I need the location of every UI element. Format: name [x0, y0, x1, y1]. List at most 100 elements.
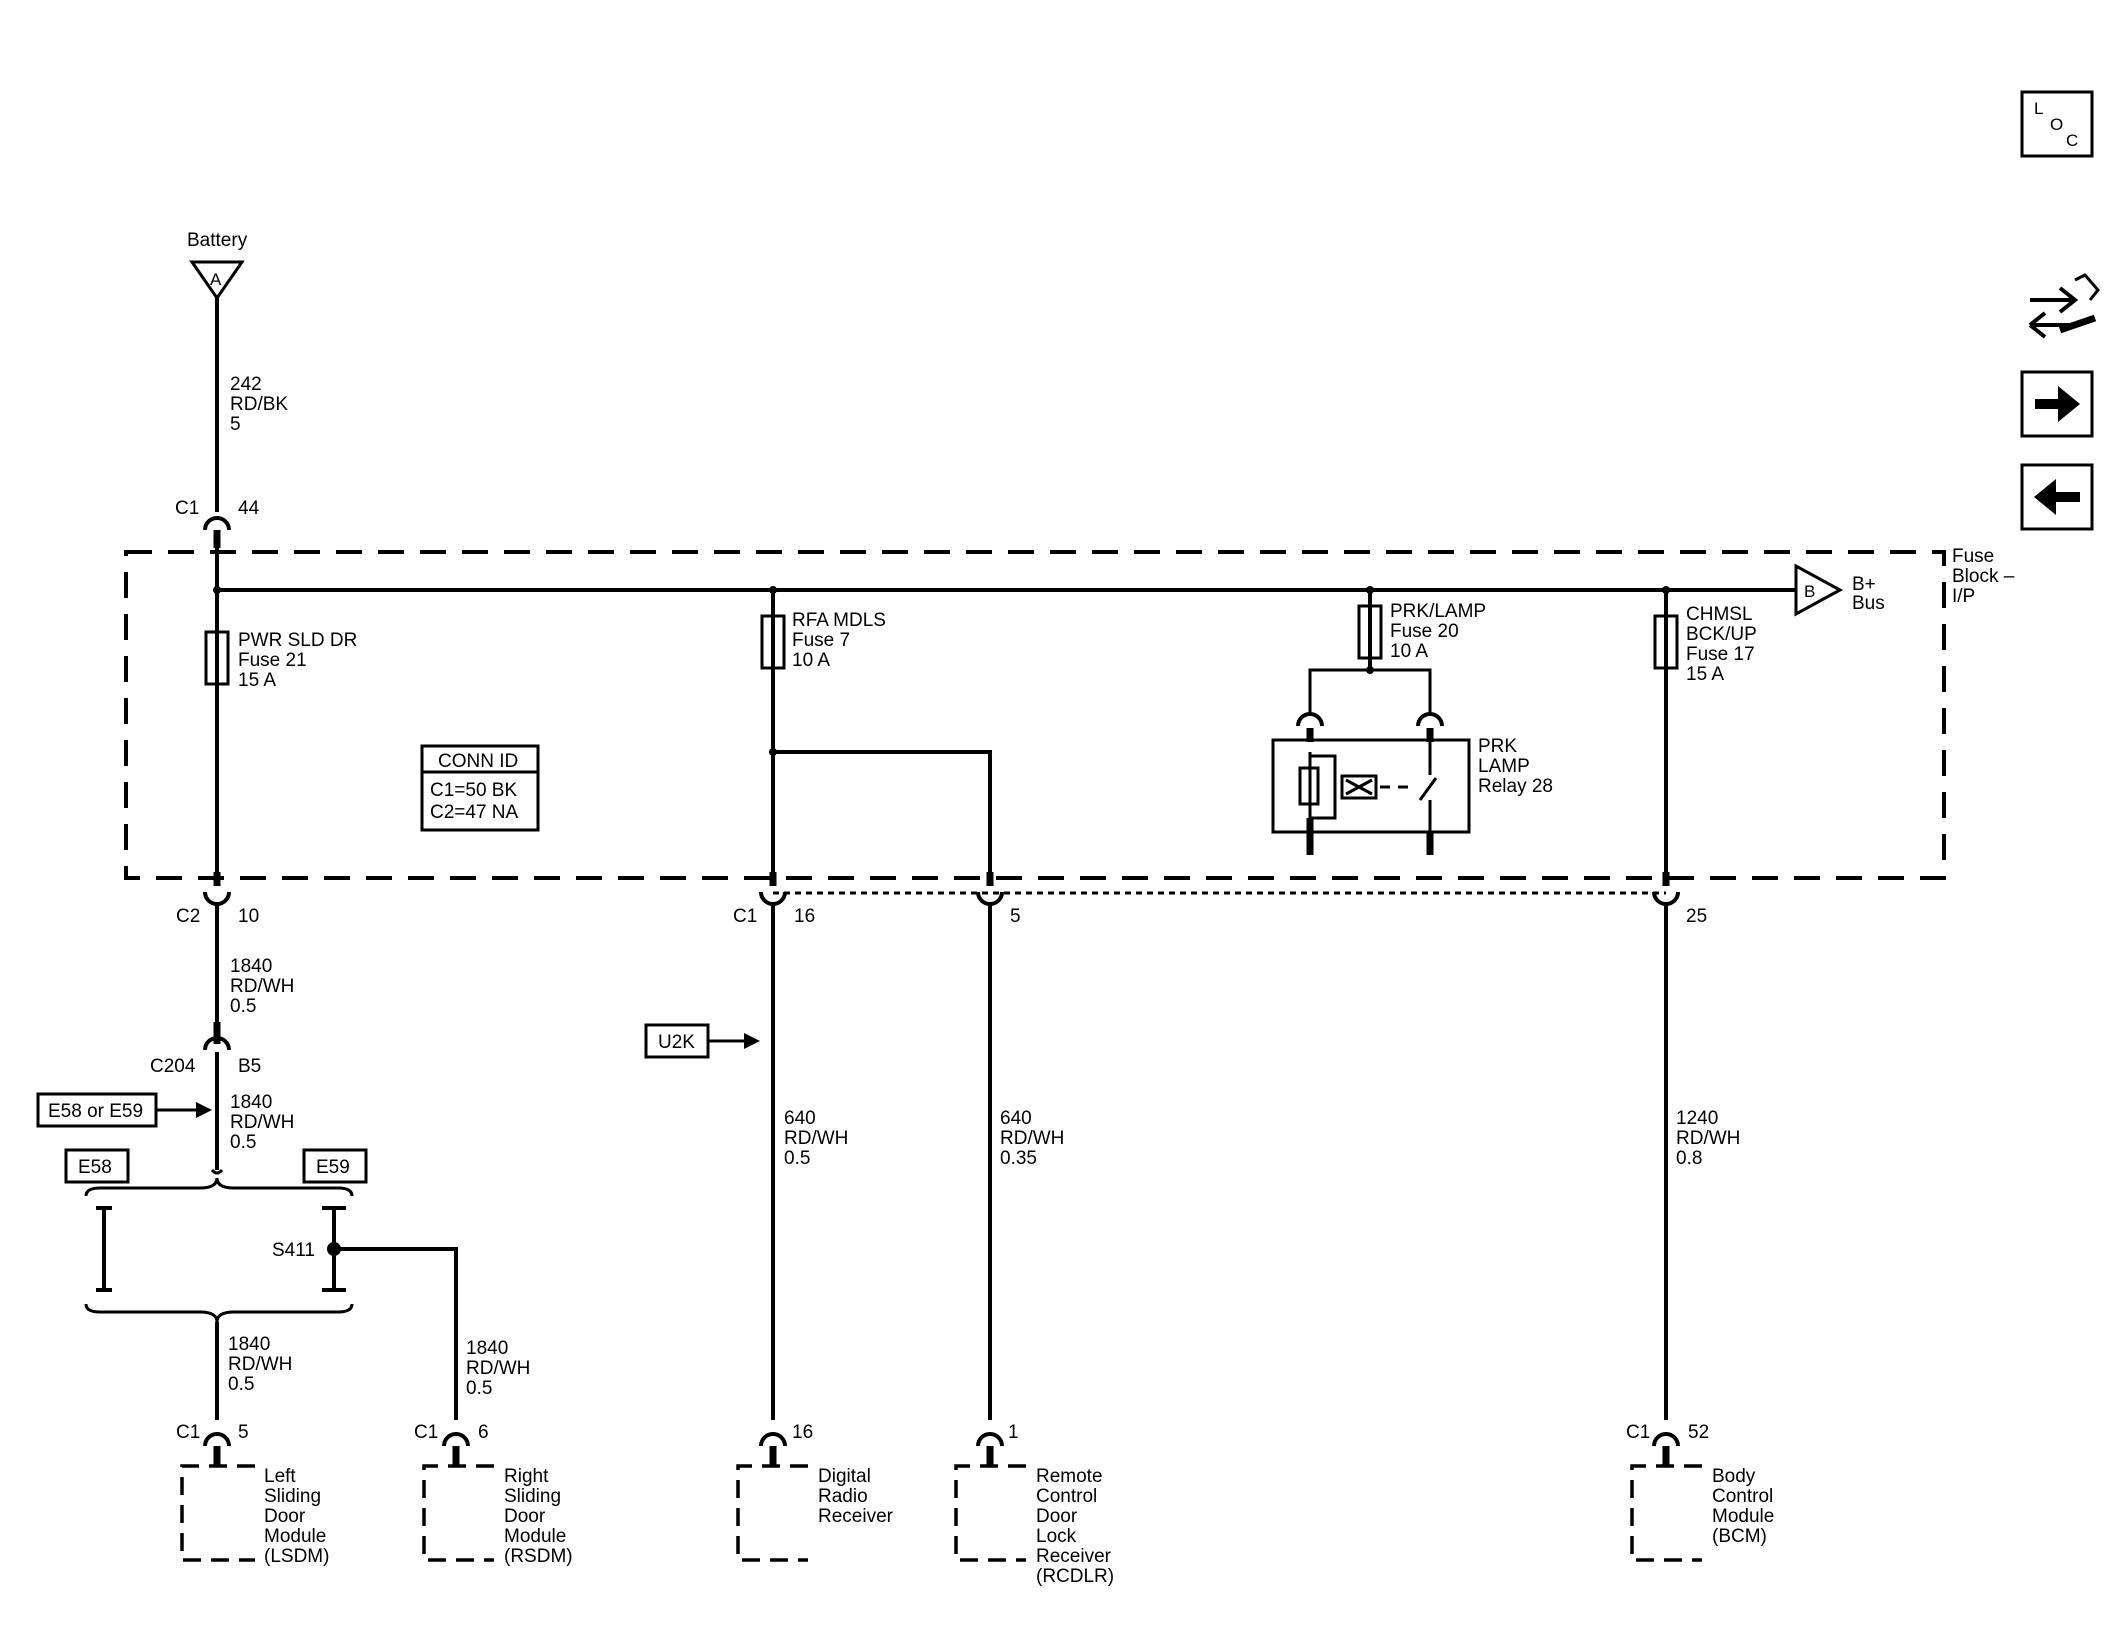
svg-text:0.35: 0.35	[1000, 1148, 1037, 1169]
svg-text:640: 640	[784, 1108, 816, 1129]
svg-text:1840: 1840	[230, 1092, 272, 1113]
svg-text:Module: Module	[264, 1526, 326, 1547]
svg-text:C1: C1	[733, 906, 757, 927]
svg-text:CONN ID: CONN ID	[438, 751, 518, 772]
loc-o: O	[2050, 115, 2063, 134]
module-digital-radio-receiver: Digital Radio Receiver	[736, 1464, 894, 1562]
rcdlr-feed	[773, 750, 992, 872]
svg-text:I/P: I/P	[1952, 586, 1975, 607]
wire-242-label: 242 RD/BK 5	[230, 374, 288, 435]
svg-text:S411: S411	[272, 1240, 315, 1261]
svg-text:1840: 1840	[466, 1338, 508, 1359]
svg-text:10 A: 10 A	[792, 650, 830, 671]
schematic-nav-icon[interactable]	[2028, 273, 2100, 339]
wire-640-a-label: 640 RD/WH 0.5	[784, 1108, 848, 1169]
svg-text:0.5: 0.5	[784, 1148, 810, 1169]
svg-text:10 A: 10 A	[1390, 641, 1428, 662]
svg-text:44: 44	[238, 498, 260, 519]
svg-text:242: 242	[230, 374, 262, 395]
wire-1840-d-label: 1840 RD/WH 0.5	[466, 1338, 530, 1399]
svg-text:52: 52	[1688, 1422, 1709, 1443]
svg-text:Module: Module	[1712, 1506, 1774, 1527]
svg-text:C1=50 BK: C1=50 BK	[430, 780, 517, 801]
svg-text:RD/BK: RD/BK	[230, 394, 288, 415]
svg-text:Left: Left	[264, 1466, 296, 1487]
svg-text:RFA MDLS: RFA MDLS	[792, 610, 886, 631]
svg-text:0.5: 0.5	[230, 1132, 256, 1153]
svg-text:C1: C1	[414, 1422, 438, 1443]
svg-text:RD/WH: RD/WH	[466, 1358, 530, 1379]
option-e59[interactable]: E59	[302, 1148, 368, 1184]
battery-label: Battery	[187, 230, 248, 251]
svg-text:BCK/UP: BCK/UP	[1686, 624, 1757, 645]
battery-symbol: Battery A	[187, 230, 248, 301]
svg-text:Receiver: Receiver	[1036, 1546, 1112, 1567]
loc-c: C	[2066, 131, 2078, 150]
module-rcdlr: Remote Control Door Lock Receiver (RCDLR…	[954, 1464, 1114, 1587]
svg-text:0.8: 0.8	[1676, 1148, 1702, 1169]
svg-text:Right: Right	[504, 1466, 549, 1487]
svg-text:Sliding: Sliding	[504, 1486, 561, 1507]
connector-c1-44: C1 44	[175, 498, 260, 548]
svg-text:Fuse 20: Fuse 20	[1390, 621, 1459, 642]
svg-text:Receiver: Receiver	[818, 1506, 894, 1527]
svg-text:RD/WH: RD/WH	[784, 1128, 848, 1149]
connector-c2-10: C2 10	[176, 872, 259, 927]
svg-text:1840: 1840	[228, 1334, 270, 1355]
svg-text:PRK: PRK	[1478, 736, 1517, 757]
svg-text:Digital: Digital	[818, 1466, 871, 1487]
connector-bcm: C1 52	[1626, 1422, 1709, 1466]
connector-pin-5: 5	[976, 872, 1021, 927]
svg-text:Fuse 7: Fuse 7	[792, 630, 850, 651]
connector-c204: C204 B5	[150, 1022, 261, 1077]
previous-arrow-icon[interactable]	[2020, 463, 2094, 531]
wire-1840-b-label: 1840 RD/WH 0.5	[230, 1092, 294, 1153]
fuse-block-boundary	[124, 550, 1946, 880]
connector-rsdm: C1 6	[414, 1422, 489, 1466]
svg-text:Control: Control	[1712, 1486, 1773, 1507]
svg-text:(BCM): (BCM)	[1712, 1526, 1767, 1547]
svg-text:E58 or E59: E58 or E59	[48, 1101, 143, 1122]
svg-text:15 A: 15 A	[1686, 664, 1724, 685]
svg-text:Door: Door	[264, 1506, 306, 1527]
svg-text:C2=47 NA: C2=47 NA	[430, 802, 519, 823]
option-u2k[interactable]: U2K	[644, 1023, 760, 1059]
svg-text:Control: Control	[1036, 1486, 1097, 1507]
svg-text:Fuse 21: Fuse 21	[238, 650, 307, 671]
svg-text:RD/WH: RD/WH	[1676, 1128, 1740, 1149]
svg-text:5: 5	[230, 414, 241, 435]
svg-text:E58: E58	[78, 1157, 112, 1178]
svg-text:C204: C204	[150, 1056, 196, 1077]
svg-text:LAMP: LAMP	[1478, 756, 1530, 777]
svg-text:Door: Door	[1036, 1506, 1078, 1527]
svg-text:RD/WH: RD/WH	[228, 1354, 292, 1375]
loc-l: L	[2034, 99, 2043, 118]
svg-text:PWR SLD DR: PWR SLD DR	[238, 630, 357, 651]
svg-text:25: 25	[1686, 906, 1707, 927]
battery-ref: A	[210, 270, 222, 289]
option-e58[interactable]: E58	[64, 1148, 130, 1184]
svg-text:Body: Body	[1712, 1466, 1756, 1487]
svg-text:15 A: 15 A	[238, 670, 276, 691]
svg-text:B: B	[1804, 582, 1815, 601]
svg-text:1840: 1840	[230, 956, 272, 977]
svg-text:0.5: 0.5	[230, 996, 256, 1017]
next-arrow-icon[interactable]	[2020, 370, 2094, 438]
svg-text:640: 640	[1000, 1108, 1032, 1129]
svg-text:Lock: Lock	[1036, 1526, 1077, 1547]
svg-text:U2K: U2K	[658, 1032, 695, 1053]
wire-640-b-label: 640 RD/WH 0.35	[1000, 1108, 1064, 1169]
svg-text:Block –: Block –	[1952, 566, 2015, 587]
splice-s411: S411	[272, 1240, 458, 1420]
svg-text:1: 1	[1008, 1422, 1019, 1443]
svg-text:Bus: Bus	[1852, 593, 1885, 614]
svg-text:C1: C1	[1626, 1422, 1650, 1443]
svg-text:Sliding: Sliding	[264, 1486, 321, 1507]
fuse-21: PWR SLD DR Fuse 21 15 A	[204, 590, 357, 872]
svg-text:0.5: 0.5	[228, 1374, 254, 1395]
loc-icon[interactable]: L O C	[2020, 90, 2094, 158]
fuse-7: RFA MDLS Fuse 7 10 A	[760, 586, 886, 872]
connector-c1-16: C1 16	[733, 872, 815, 927]
wire-1840-a-label: 1840 RD/WH 0.5	[230, 956, 294, 1017]
option-e58-or-e59[interactable]: E58 or E59	[36, 1092, 212, 1128]
